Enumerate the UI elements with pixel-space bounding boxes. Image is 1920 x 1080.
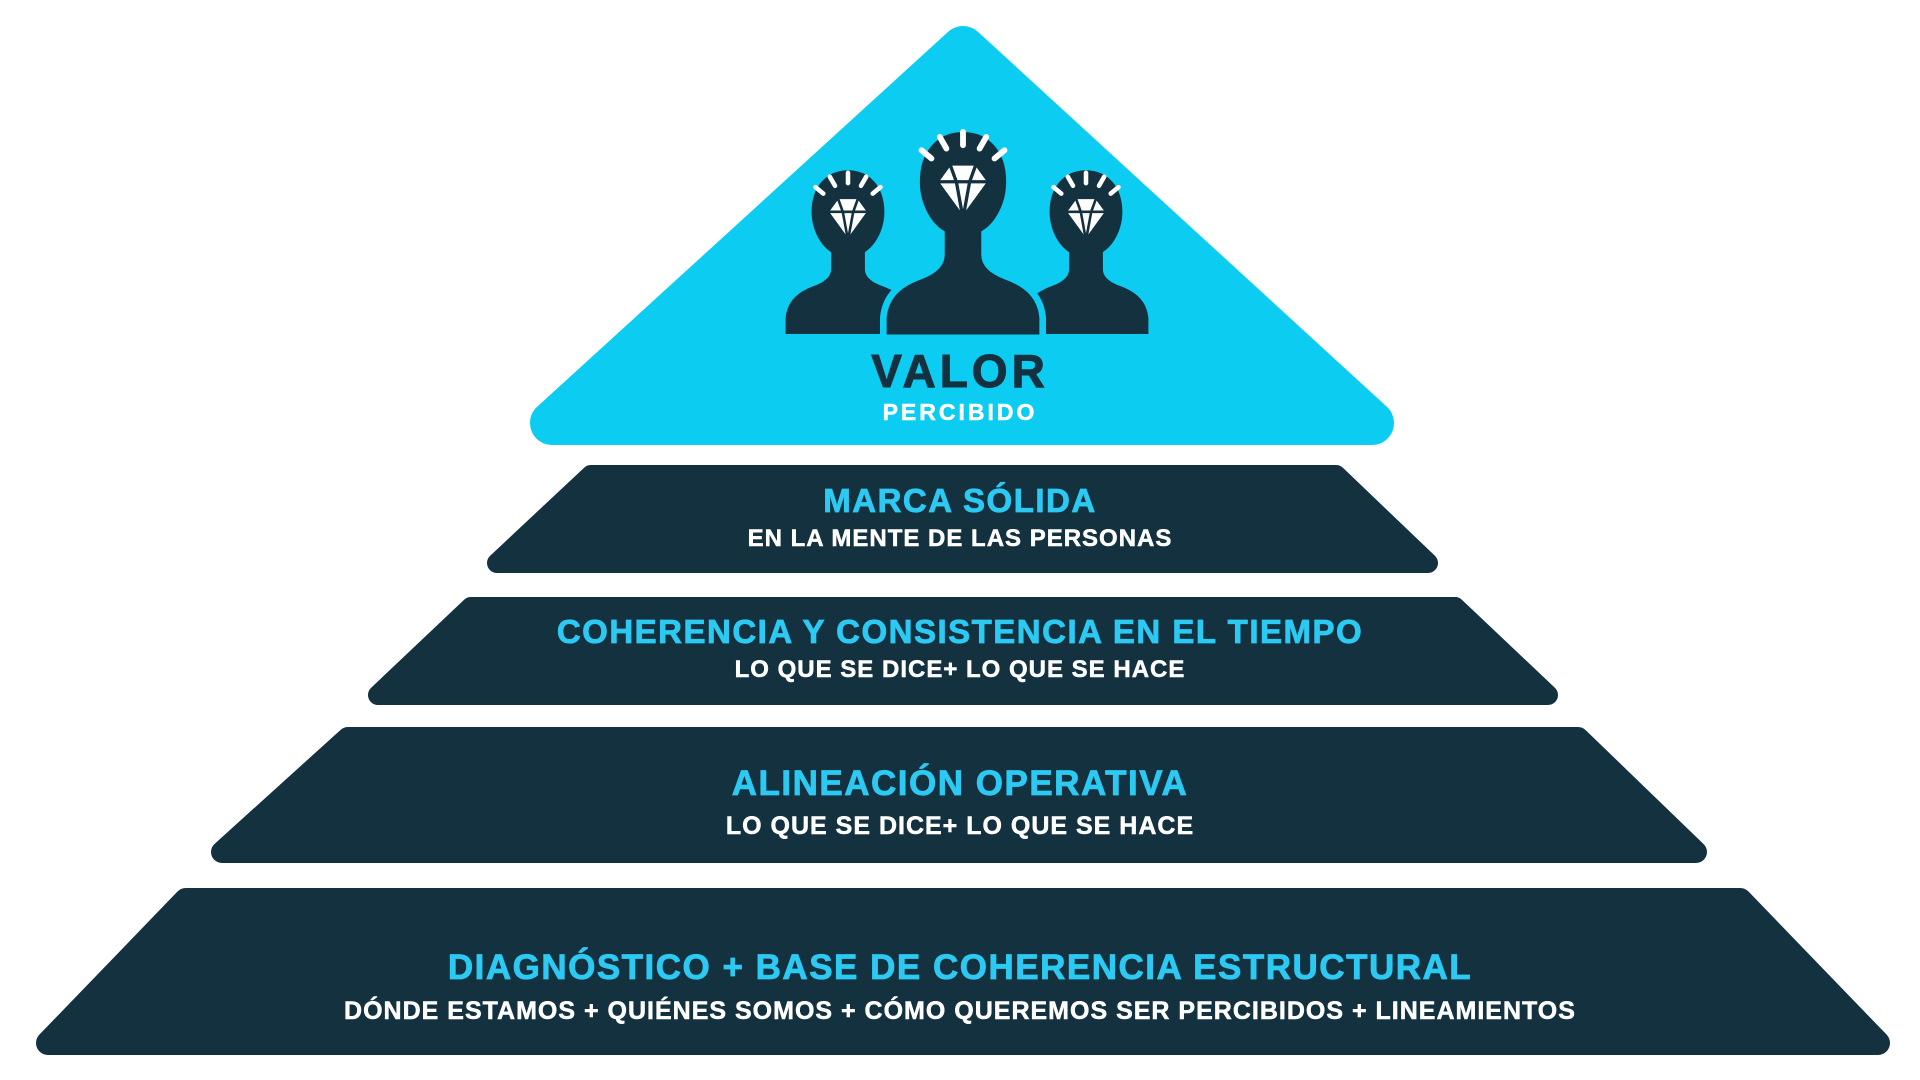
apex-title: VALOR [871, 345, 1049, 398]
pyramid-level-2-shape [487, 465, 1438, 573]
apex-subtitle: PERCIBIDO [882, 399, 1038, 426]
level-5-title: DIAGNÓSTICO + BASE DE COHERENCIA ESTRUCT… [447, 948, 1473, 988]
pyramid-level-4-shape [211, 727, 1707, 863]
person-center-icon [880, 125, 1047, 342]
level-3-subtitle: LO QUE SE DICE+ LO QUE SE HACE [734, 656, 1186, 684]
level-5-subtitle: DÓNDE ESTAMOS + QUIÉNES SOMOS + CÓMO QUE… [344, 997, 1576, 1026]
level-2-title: MARCA SÓLIDA [823, 482, 1097, 520]
level-2-subtitle: EN LA MENTE DE LAS PERSONAS [747, 525, 1173, 553]
level-4-title: ALINEACIÓN OPERATIVA [731, 764, 1189, 804]
level-3-title: COHERENCIA Y CONSISTENCIA EN EL TIEMPO [556, 613, 1364, 651]
pyramid-level-3-shape [368, 597, 1558, 705]
level-4-subtitle: LO QUE SE DICE+ LO QUE SE HACE [725, 812, 1195, 841]
pyramid-level-5-shape [36, 888, 1890, 1055]
